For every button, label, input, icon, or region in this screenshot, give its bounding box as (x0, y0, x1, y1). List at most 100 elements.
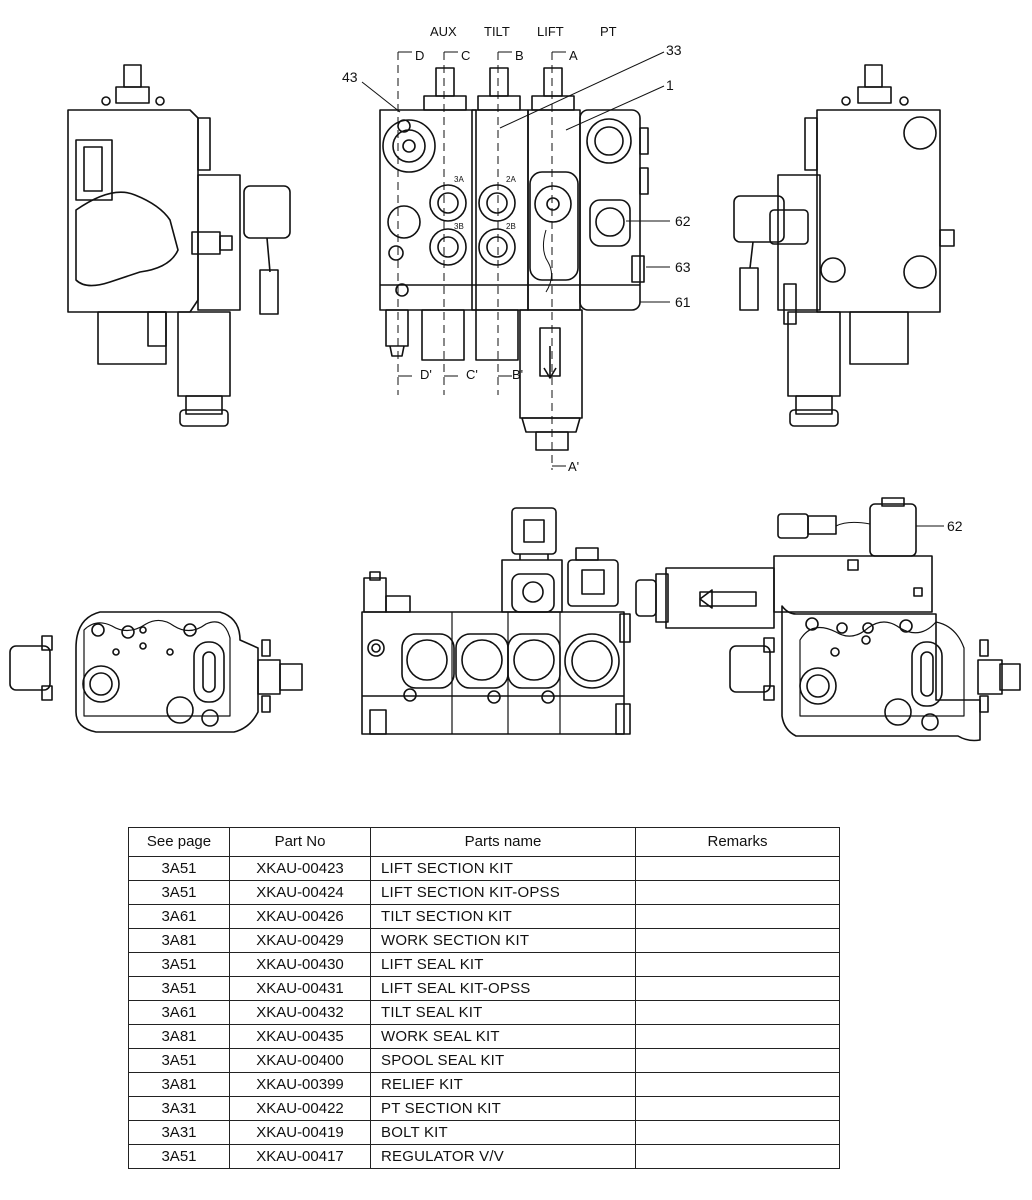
see-page-cell: 3A51 (128, 1048, 230, 1073)
remarks-cell (635, 976, 840, 1001)
callout-63: 63 (675, 259, 691, 275)
callout-1: 1 (666, 77, 674, 93)
see-page-cell: 3A81 (128, 1024, 230, 1049)
part-no-cell: XKAU-00435 (229, 1024, 371, 1049)
parts-name-cell: WORK SEAL KIT (370, 1024, 636, 1049)
parts-name-cell: LIFT SEAL KIT-OPSS (370, 976, 636, 1001)
cut-label-c: C (461, 48, 470, 63)
parts-name-cell: TILT SEAL KIT (370, 1000, 636, 1025)
see-page-cell: 3A51 (128, 856, 230, 881)
cut-label-a: A (569, 48, 578, 63)
section-label-tilt: TILT (484, 24, 510, 39)
see-page-cell: 3A61 (128, 904, 230, 929)
parts-name-cell: SPOOL SEAL KIT (370, 1048, 636, 1073)
parts-name-cell: WORK SECTION KIT (370, 928, 636, 953)
cut-label-b-prime: B' (512, 367, 523, 382)
part-no-cell: XKAU-00400 (229, 1048, 371, 1073)
header-see-page: See page (128, 827, 230, 857)
part-no-cell: XKAU-00419 (229, 1120, 371, 1145)
parts-name-cell: TILT SECTION KIT (370, 904, 636, 929)
part-no-cell: XKAU-00429 (229, 928, 371, 953)
parts-name-cell: BOLT KIT (370, 1120, 636, 1145)
section-label-pt: PT (600, 24, 617, 39)
callout-43: 43 (342, 69, 358, 85)
see-page-cell: 3A81 (128, 1072, 230, 1097)
see-page-cell: 3A51 (128, 976, 230, 1001)
see-page-cell: 3A51 (128, 880, 230, 905)
callout-62: 62 (675, 213, 691, 229)
parts-name-cell: REGULATOR V/V (370, 1144, 636, 1169)
section-label-lift: LIFT (537, 24, 564, 39)
callout-61: 61 (675, 294, 691, 310)
bottom-center-view (361, 507, 631, 735)
remarks-cell (635, 856, 840, 881)
right-side-view (733, 64, 955, 427)
part-no-cell: XKAU-00423 (229, 856, 371, 881)
part-no-cell: XKAU-00424 (229, 880, 371, 905)
remarks-cell (635, 880, 840, 905)
remarks-cell (635, 1048, 840, 1073)
callout-33: 33 (666, 42, 682, 58)
parts-name-cell: RELIEF KIT (370, 1072, 636, 1097)
table-header-row: See page Part No Parts name Remarks (128, 827, 840, 857)
remarks-cell (635, 1024, 840, 1049)
remarks-cell (635, 1096, 840, 1121)
header-parts-name: Parts name (370, 827, 636, 857)
see-page-cell: 3A51 (128, 952, 230, 977)
part-no-cell: XKAU-00430 (229, 952, 371, 977)
port-label-3a: 3A (454, 175, 464, 184)
parts-name-cell: LIFT SECTION KIT-OPSS (370, 880, 636, 905)
part-no-cell: XKAU-00399 (229, 1072, 371, 1097)
remarks-cell (635, 1120, 840, 1145)
part-no-cell: XKAU-00422 (229, 1096, 371, 1121)
part-no-cell: XKAU-00432 (229, 1000, 371, 1025)
cut-label-a-prime: A' (568, 459, 579, 474)
port-label-2a: 2A (506, 175, 516, 184)
left-side-view (67, 64, 291, 427)
cut-label-c-prime: C' (466, 367, 478, 382)
remarks-cell (635, 1072, 840, 1097)
remarks-cell (635, 952, 840, 977)
center-front-view: AUX TILT LIFT PT D C B A D' C' B' A' 3A … (342, 24, 691, 474)
parts-name-cell: LIFT SECTION KIT (370, 856, 636, 881)
part-no-cell: XKAU-00431 (229, 976, 371, 1001)
section-label-aux: AUX (430, 24, 457, 39)
see-page-cell: 3A81 (128, 928, 230, 953)
remarks-cell (635, 928, 840, 953)
cut-label-d: D (415, 48, 424, 63)
header-remarks: Remarks (635, 827, 840, 857)
cut-label-b: B (515, 48, 524, 63)
see-page-cell: 3A51 (128, 1144, 230, 1169)
parts-name-cell: PT SECTION KIT (370, 1096, 636, 1121)
parts-table: See page Part No Parts name Remarks 3A51… (128, 827, 840, 1169)
port-label-3b: 3B (454, 222, 464, 231)
callout-62-lower: 62 (947, 518, 963, 534)
see-page-cell: 3A31 (128, 1120, 230, 1145)
bottom-right-view: 62 (635, 497, 1021, 742)
bottom-left-end-view (9, 611, 303, 733)
valve-assembly-drawing: AUX TILT LIFT PT D C B A D' C' B' A' 3A … (9, 24, 1021, 742)
header-part-no: Part No (229, 827, 371, 857)
cut-label-d-prime: D' (420, 367, 432, 382)
see-page-cell: 3A31 (128, 1096, 230, 1121)
port-label-2b: 2B (506, 222, 516, 231)
parts-name-cell: LIFT SEAL KIT (370, 952, 636, 977)
part-no-cell: XKAU-00417 (229, 1144, 371, 1169)
remarks-cell (635, 1000, 840, 1025)
see-page-cell: 3A61 (128, 1000, 230, 1025)
remarks-cell (635, 904, 840, 929)
